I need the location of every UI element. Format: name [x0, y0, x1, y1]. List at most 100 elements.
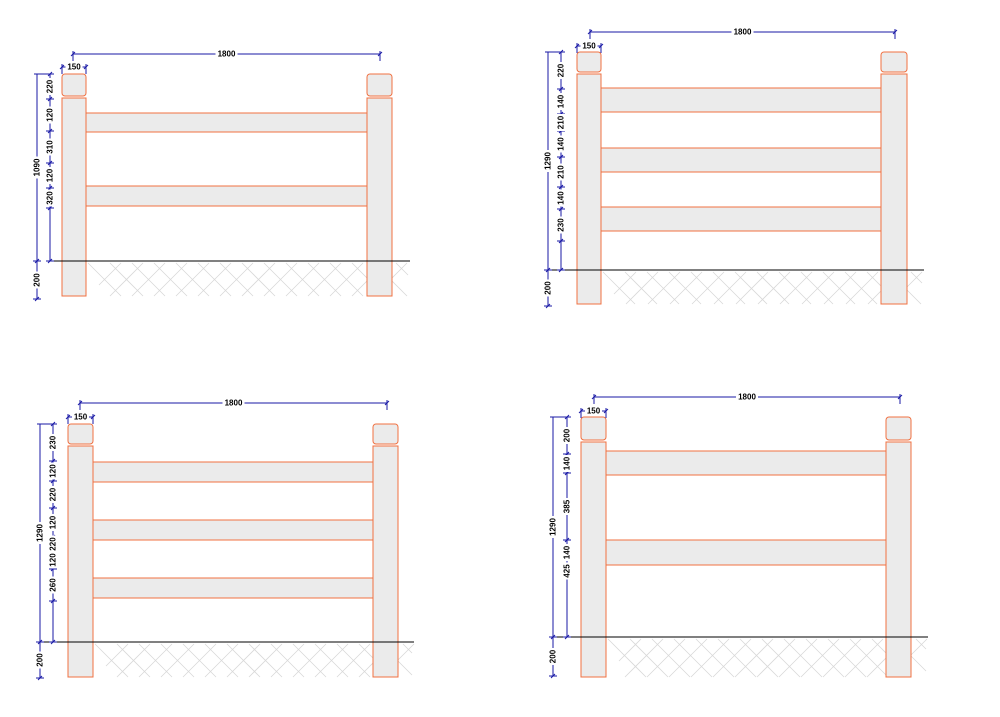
post-right: [885, 441, 912, 678]
hatch-line: [717, 638, 757, 678]
hatch-line: [712, 638, 752, 678]
burial-dimension-label: 200: [33, 273, 42, 287]
hatch-line: [849, 638, 889, 678]
hatch-line: [138, 643, 173, 678]
segment-tick-7-slash: [558, 238, 564, 244]
post-cap-left: [580, 416, 607, 441]
segment-label-4: 120: [49, 515, 58, 529]
post-width-dimension-slash-left: [59, 64, 65, 70]
height-dimension-label: 1090: [33, 158, 42, 176]
segment-label-3-bg: [48, 486, 58, 503]
hatch-line: [98, 262, 122, 286]
width-dimension-label: 1800: [225, 399, 243, 408]
segment-tick-7-slash: [50, 598, 56, 604]
post-width-dimension-label-bg: [580, 41, 598, 51]
burial-dimension-label-bg: [548, 648, 558, 665]
height-dimension-label: 1290: [549, 518, 558, 536]
hatch-line: [153, 262, 188, 297]
post-right: [880, 73, 908, 305]
segment-tick-2-slash: [50, 478, 56, 484]
height-dimension-label: 1290: [36, 524, 45, 542]
post-cap-left: [67, 423, 94, 445]
hatch-line: [734, 638, 774, 678]
hatch-line: [827, 638, 867, 678]
width-dimension-slash-right: [384, 400, 390, 406]
segment-label-7: 260: [49, 578, 58, 592]
hatch-line: [602, 271, 636, 305]
burial-dimension-label: 200: [549, 649, 558, 663]
segment-tick-5-slash: [558, 184, 564, 190]
rail-2: [85, 185, 368, 207]
post-cap-right: [880, 51, 908, 73]
hatch-line: [739, 638, 779, 678]
hatch-line: [182, 643, 217, 678]
width-dimension-slash-left: [587, 29, 593, 35]
post-left: [580, 441, 607, 678]
hatch-line: [175, 262, 210, 297]
hatch-line: [270, 643, 305, 678]
hatch-line: [647, 271, 681, 305]
segment-label-4: 140: [563, 545, 572, 559]
height-dimension-label-bg: [35, 522, 45, 544]
hatch-line: [691, 271, 725, 305]
width-dimension-slash-right: [897, 394, 903, 400]
post-width-dimension-slash-right: [83, 64, 89, 70]
segment-tick-0-slash: [50, 421, 56, 427]
hatch-line: [197, 262, 232, 297]
segment-label-3: 210: [557, 115, 566, 129]
hatch-line: [783, 638, 823, 678]
hatch-line: [668, 638, 708, 678]
segment-tick-4-slash: [47, 185, 53, 191]
segment-label-1: 200: [563, 428, 572, 442]
post-width-dimension-label: 150: [587, 407, 601, 416]
hatch-line: [624, 638, 664, 678]
width-dimension-slash-left: [77, 400, 83, 406]
segment-label-4-bg: [556, 135, 566, 153]
hatch-line: [402, 643, 413, 654]
hatch-line: [778, 638, 818, 678]
width-dimension-label-bg: [215, 49, 238, 59]
hatch-line: [618, 638, 642, 662]
segment-label-2: 120: [46, 108, 55, 122]
width-dimension-slash-left: [70, 51, 76, 57]
height-dimension-label-bg: [32, 156, 42, 179]
hatch-line: [800, 638, 840, 678]
post-cap-right: [366, 73, 393, 97]
rail-1: [600, 87, 882, 113]
segment-tick-2-slash: [47, 128, 53, 134]
segment-label-6: 140: [557, 191, 566, 205]
hatch-line: [757, 271, 791, 305]
segment-label-2-bg: [48, 462, 58, 480]
hatch-line: [690, 638, 730, 678]
width-dimension-label-bg: [736, 392, 758, 402]
post-width-dimension-label-bg: [585, 406, 602, 416]
width-dimension-label: 1800: [734, 28, 752, 37]
width-dimension-slash-right: [377, 51, 383, 57]
segment-label-2: 140: [563, 456, 572, 470]
segment-label-4-bg: [562, 544, 572, 561]
rail-1: [605, 450, 887, 476]
post-width-dimension-label-bg: [65, 62, 83, 72]
hatch-line: [285, 262, 320, 297]
hatch-line: [307, 262, 342, 297]
hatch-line: [204, 643, 239, 678]
hatch-line: [651, 638, 691, 678]
hatch-line: [336, 643, 371, 678]
hatch-line: [314, 643, 349, 678]
segment-label-5: 320: [46, 191, 55, 205]
segment-label-5-bg: [48, 535, 58, 553]
segment-label-5: 220: [49, 537, 58, 551]
post-left: [67, 445, 94, 678]
hatch-line: [779, 271, 813, 305]
burial-dimension-label: 200: [544, 281, 553, 295]
post-width-dimension-label-bg: [72, 412, 89, 422]
segment-label-1: 220: [46, 79, 55, 93]
hatch-line: [292, 643, 327, 678]
hatch-line: [735, 271, 769, 305]
rail-2: [605, 539, 887, 566]
segment-label-7: 230: [557, 218, 566, 232]
burial-dimension-label-bg: [543, 279, 553, 297]
segment-label-3-bg: [45, 138, 55, 156]
hatch-line: [669, 271, 703, 305]
